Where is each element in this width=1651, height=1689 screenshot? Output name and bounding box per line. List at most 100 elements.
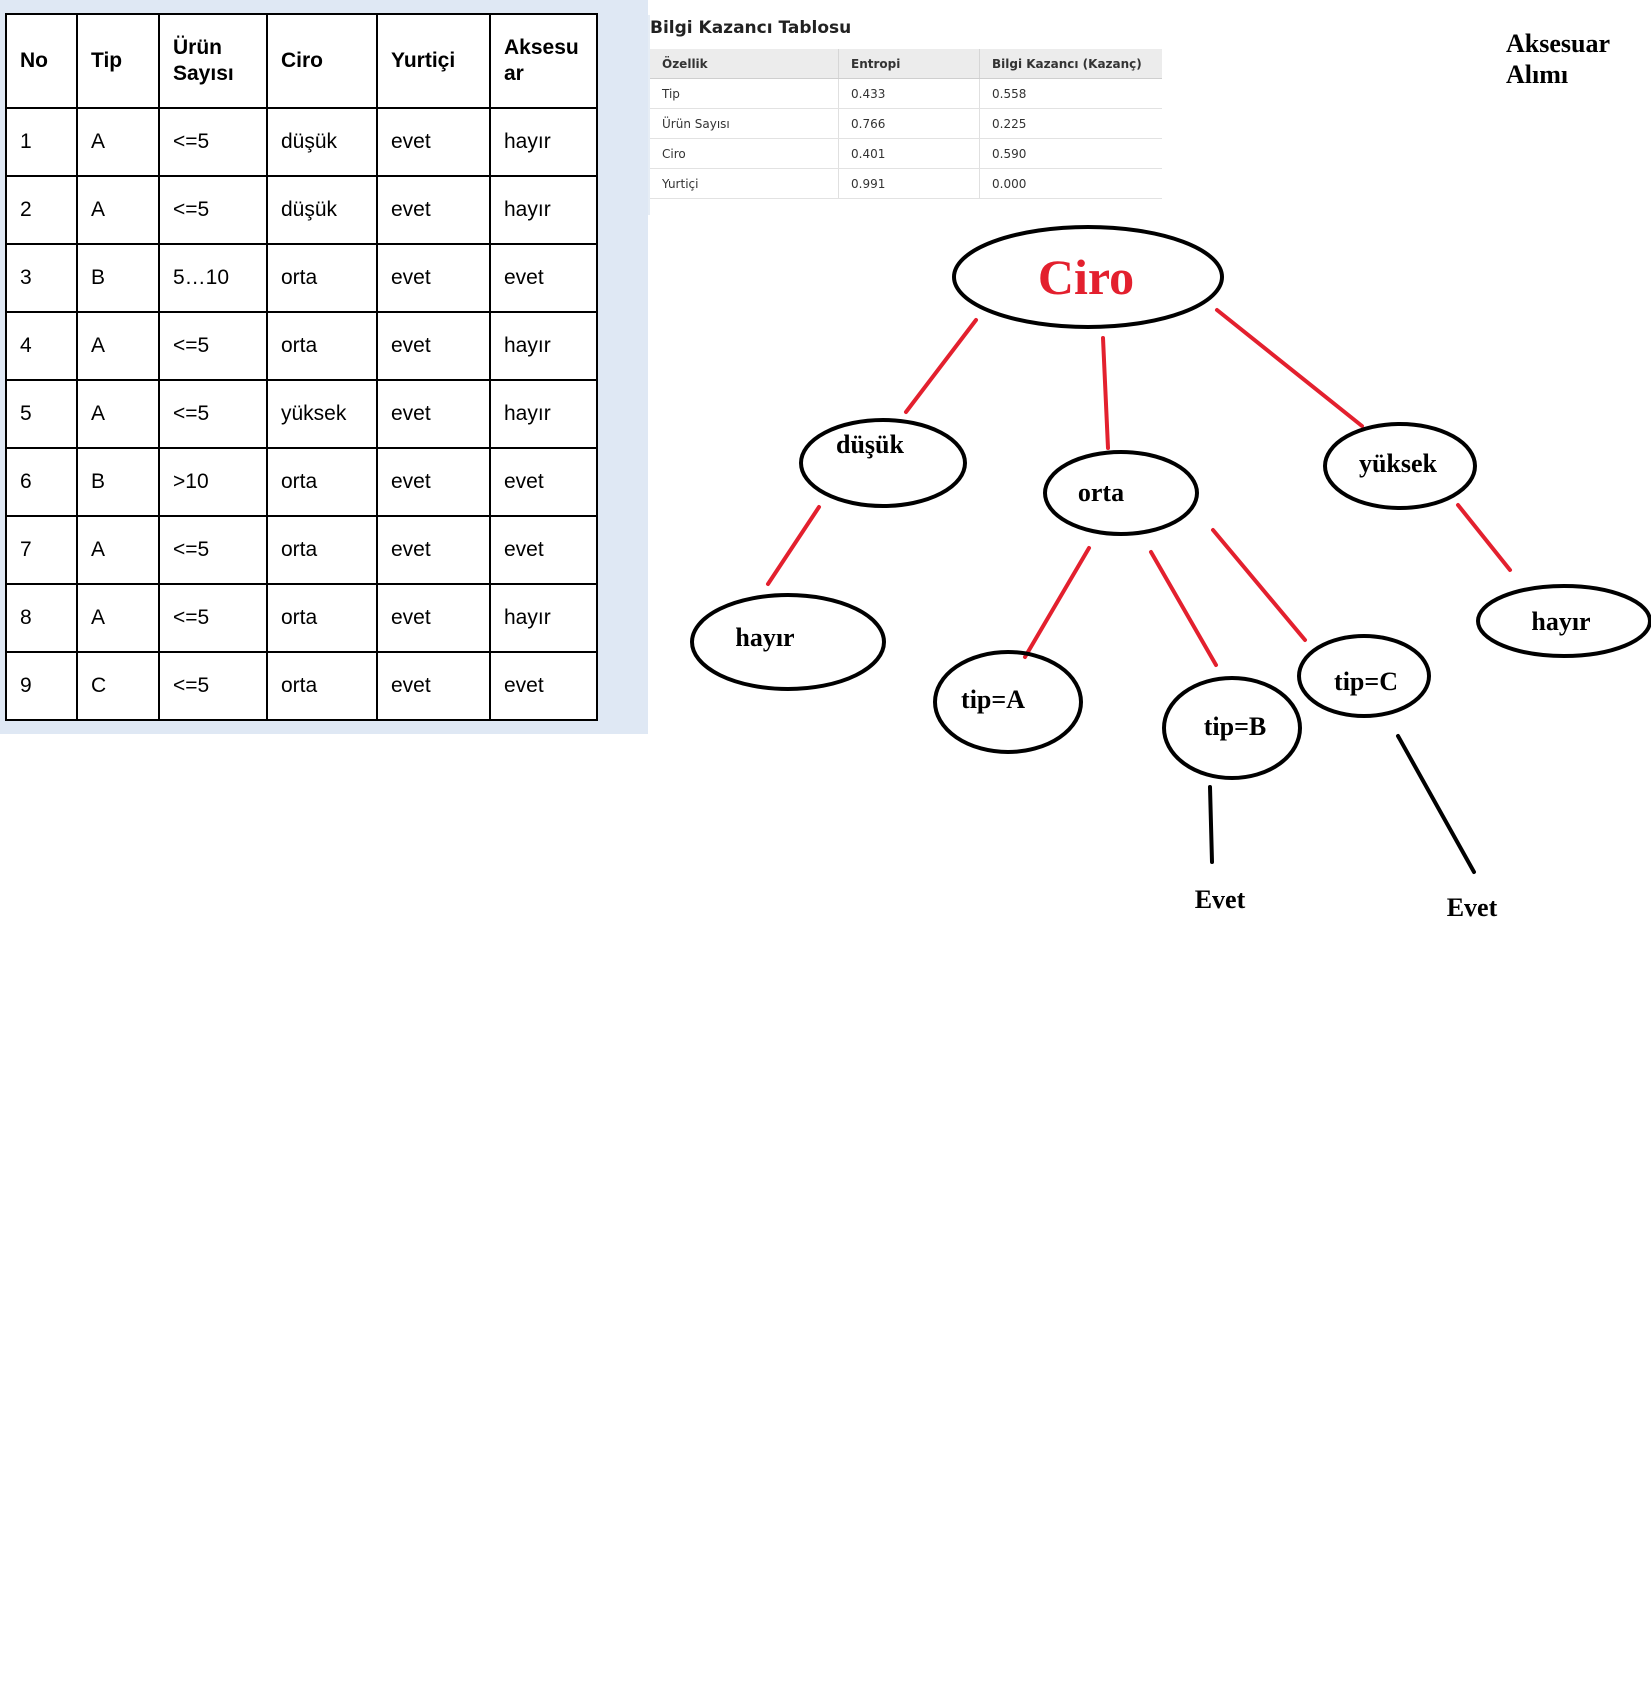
gain-table-cell: Ürün Sayısı [650, 108, 839, 139]
table-cell: 5 [5, 379, 78, 449]
node-yuksek [1323, 422, 1477, 510]
table-cell: evet [376, 107, 491, 177]
table-cell: A [76, 379, 160, 449]
col-header-urun-sayisi: Ürün Sayısı [158, 13, 268, 109]
node-tip-a [933, 650, 1083, 754]
table-cell: 4 [5, 311, 78, 381]
col-header-no: No [5, 13, 78, 109]
table-cell: orta [266, 311, 378, 381]
table-cell: <=5 [158, 175, 268, 245]
label-dusuk: düşük [836, 430, 904, 459]
table-cell: hayır [489, 379, 598, 449]
table-cell: C [76, 651, 160, 721]
col-header-tip: Tip [76, 13, 160, 109]
table-cell: evet [376, 311, 491, 381]
table-cell: evet [489, 243, 598, 313]
gain-header-entropi: Entropi [838, 49, 980, 79]
edge-ciro-yuksek [1215, 308, 1364, 428]
edge-ciro-orta [1101, 336, 1110, 450]
edge-dusuk-hayir [766, 505, 821, 586]
edge-orta-tipa [1023, 546, 1091, 659]
gain-table-cell: Yurtiçi [650, 168, 839, 199]
table-cell: A [76, 107, 160, 177]
table-cell: A [76, 175, 160, 245]
table-cell: 6 [5, 447, 78, 517]
table-cell: 2 [5, 175, 78, 245]
gain-table-title: Bilgi Kazancı Tablosu [650, 18, 852, 38]
table-cell: B [76, 447, 160, 517]
data-table: No Tip Ürün Sayısı Ciro Yurtiçi Aksesuar… [5, 13, 598, 721]
table-cell: 7 [5, 515, 78, 585]
tree-heading: Aksesuar Alımı [1506, 29, 1610, 89]
col-header-yurtici: Yurtiçi [376, 13, 491, 109]
label-leaf-hayir-low: hayır [735, 623, 794, 652]
gain-table-cell: 0.991 [838, 168, 980, 199]
edge-ciro-dusuk [904, 318, 978, 414]
table-cell: evet [376, 651, 491, 721]
table-cell: evet [376, 379, 491, 449]
gain-table-cell: 0.558 [979, 78, 1162, 109]
table-cell: hayır [489, 107, 598, 177]
gain-table: Özellik Entropi Bilgi Kazancı (Kazanç) T… [650, 49, 1162, 199]
node-orta [1043, 450, 1199, 536]
node-leaf-hayir-high [1476, 584, 1651, 658]
gain-table-cell: 0.000 [979, 168, 1162, 199]
node-tip-c [1297, 634, 1431, 718]
table-cell: orta [266, 243, 378, 313]
node-dusuk [799, 418, 967, 508]
table-cell: evet [489, 447, 598, 517]
label-tip-b: tip=B [1204, 712, 1267, 741]
table-cell: A [76, 311, 160, 381]
data-table-panel: No Tip Ürün Sayısı Ciro Yurtiçi Aksesuar… [0, 0, 648, 734]
table-cell: orta [266, 583, 378, 653]
table-cell: hayır [489, 583, 598, 653]
gain-table-cell: 0.225 [979, 108, 1162, 139]
label-tip-a: tip=A [961, 685, 1025, 714]
node-leaf-hayir-low [690, 593, 886, 691]
node-ciro [952, 225, 1224, 329]
edge-tipc-evet [1396, 734, 1476, 874]
gain-table-cell: Ciro [650, 138, 839, 169]
gain-header-kazanc: Bilgi Kazancı (Kazanç) [979, 49, 1162, 79]
table-cell: 9 [5, 651, 78, 721]
col-header-aksesuar: Aksesuar [489, 13, 598, 109]
table-cell: düşük [266, 175, 378, 245]
edge-yuksek-hayir [1456, 503, 1512, 572]
gain-table-edge [648, 15, 650, 215]
table-cell: <=5 [158, 651, 268, 721]
table-cell: <=5 [158, 515, 268, 585]
edge-orta-tipb [1149, 550, 1218, 667]
table-cell: 3 [5, 243, 78, 313]
table-cell: evet [489, 515, 598, 585]
table-cell: evet [376, 515, 491, 585]
table-cell: <=5 [158, 379, 268, 449]
label-outcome-c: Evet [1447, 893, 1498, 922]
table-cell: hayır [489, 175, 598, 245]
table-cell: 5…10 [158, 243, 268, 313]
table-cell: evet [376, 583, 491, 653]
gain-table-cell: 0.766 [838, 108, 980, 139]
data-table-header-row: No Tip Ürün Sayısı Ciro Yurtiçi Aksesuar [5, 13, 598, 109]
table-cell: A [76, 515, 160, 585]
col-header-ciro: Ciro [266, 13, 378, 109]
gain-table-cell: Tip [650, 78, 839, 109]
label-ciro: Ciro [1038, 249, 1134, 305]
edge-tipb-evet [1208, 785, 1214, 864]
table-cell: evet [376, 243, 491, 313]
table-cell: <=5 [158, 311, 268, 381]
table-cell: yüksek [266, 379, 378, 449]
table-cell: hayır [489, 311, 598, 381]
table-cell: orta [266, 651, 378, 721]
table-cell: >10 [158, 447, 268, 517]
